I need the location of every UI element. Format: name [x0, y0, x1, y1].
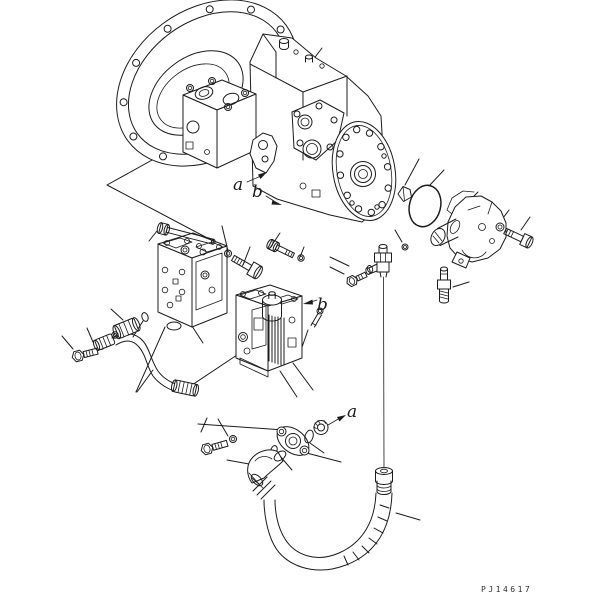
right-valve-block-icon — [235, 284, 303, 378]
breather-plug-icon — [437, 266, 451, 304]
long-bolt-1 — [156, 222, 216, 245]
bolt-3 — [266, 238, 295, 259]
arrow-b-mid-icon — [303, 299, 313, 305]
hose-nut-left — [250, 473, 276, 500]
gear-pump-icon — [430, 190, 507, 269]
washer-4 — [229, 435, 237, 443]
callout-b-top: b — [252, 182, 282, 205]
small-hose-assembly — [71, 312, 200, 397]
small-hose-icon2 — [115, 340, 179, 393]
hose-nut-start — [92, 333, 116, 351]
callout-b-mid: b — [303, 295, 328, 315]
washer-tee — [366, 265, 374, 273]
washer-1 — [224, 249, 232, 258]
plug-small — [346, 271, 368, 288]
label-a-bottom: a — [347, 402, 357, 422]
bolt-5 — [200, 439, 229, 456]
washer-mid — [401, 243, 409, 251]
flange-group: a — [200, 402, 357, 456]
coupling-shaft-icon — [430, 218, 461, 247]
label-b-mid: b — [317, 295, 328, 315]
drawing-number: PJ14617 — [481, 585, 532, 594]
label-a-top: a — [233, 175, 243, 195]
flange-nut-icon — [313, 420, 329, 435]
hose-fitting-end — [170, 379, 200, 397]
wedge-plug-icon — [397, 186, 412, 202]
pump-end-cover-icon — [331, 120, 397, 222]
arrow-a-bottom-icon — [337, 415, 346, 422]
large-hose-icon — [250, 473, 393, 571]
bolt-4 — [503, 227, 534, 249]
valve-hatch-band — [268, 314, 285, 366]
oval-flange-icon — [276, 426, 310, 456]
washer-3 — [495, 222, 505, 232]
solenoid-cylinder-icon — [262, 291, 282, 322]
bolt-6 — [71, 347, 99, 363]
main-pump-assembly — [116, 0, 397, 223]
o-ring-2 — [141, 312, 149, 322]
washer-2 — [297, 254, 305, 262]
label-b-top: b — [252, 182, 263, 202]
pump-section-block-front — [182, 77, 257, 169]
large-o-ring-icon — [408, 184, 442, 228]
ring-small — [111, 331, 119, 339]
screw-b — [310, 307, 324, 328]
callout-a-bottom: a — [327, 402, 357, 426]
callout-a-top: a — [233, 172, 267, 195]
hose-braid-ticks — [343, 504, 390, 566]
sleeve-nut-icon — [112, 317, 141, 340]
arrow-b-top-icon — [271, 200, 282, 205]
bolt-2 — [230, 254, 263, 280]
pump-mounting-bracket-icon — [249, 132, 278, 174]
pilot-tube — [383, 276, 385, 468]
hose-ferrule-icon — [375, 467, 393, 495]
arrow-a-top-icon — [258, 172, 267, 179]
flange-o-ring-icon — [304, 429, 314, 444]
left-valve-block-icon — [157, 232, 228, 331]
